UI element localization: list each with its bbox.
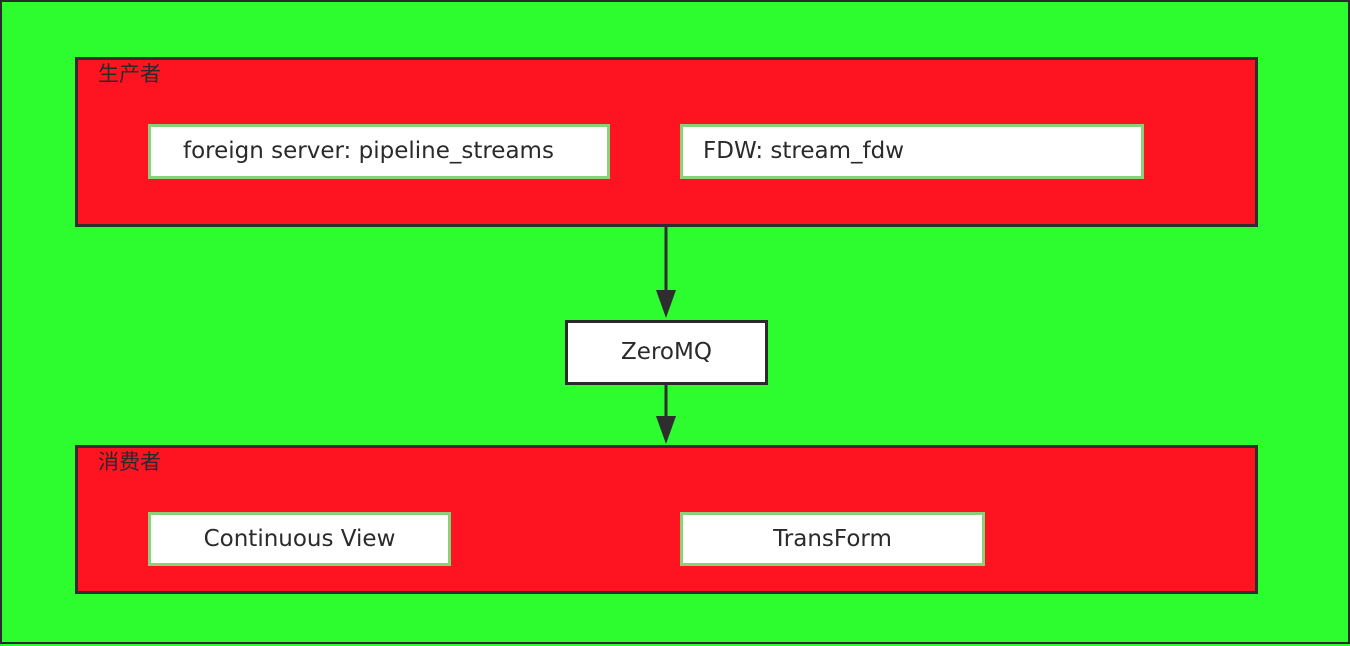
foreign-server-label: foreign server: pipeline_streams <box>183 138 554 164</box>
continuous-view-node: Continuous View <box>148 512 451 566</box>
transform-node: TransForm <box>680 512 985 566</box>
producer-group: 生产者 foreign server: pipeline_streams FDW… <box>75 57 1258 227</box>
zeromq-label: ZeroMQ <box>621 339 712 365</box>
consumer-group-label: 消费者 <box>98 450 161 474</box>
zeromq-node: ZeroMQ <box>565 320 768 385</box>
consumer-group: 消费者 Continuous View TransForm <box>75 445 1258 594</box>
continuous-view-label: Continuous View <box>203 525 396 552</box>
foreign-server-node: foreign server: pipeline_streams <box>148 124 610 179</box>
arrow-producer-to-zeromq <box>656 226 676 318</box>
fdw-node: FDW: stream_fdw <box>680 124 1144 179</box>
arrow-zeromq-to-consumer <box>656 384 676 444</box>
fdw-label: FDW: stream_fdw <box>703 138 905 164</box>
transform-label: TransForm <box>773 525 892 552</box>
producer-group-label: 生产者 <box>98 62 161 86</box>
